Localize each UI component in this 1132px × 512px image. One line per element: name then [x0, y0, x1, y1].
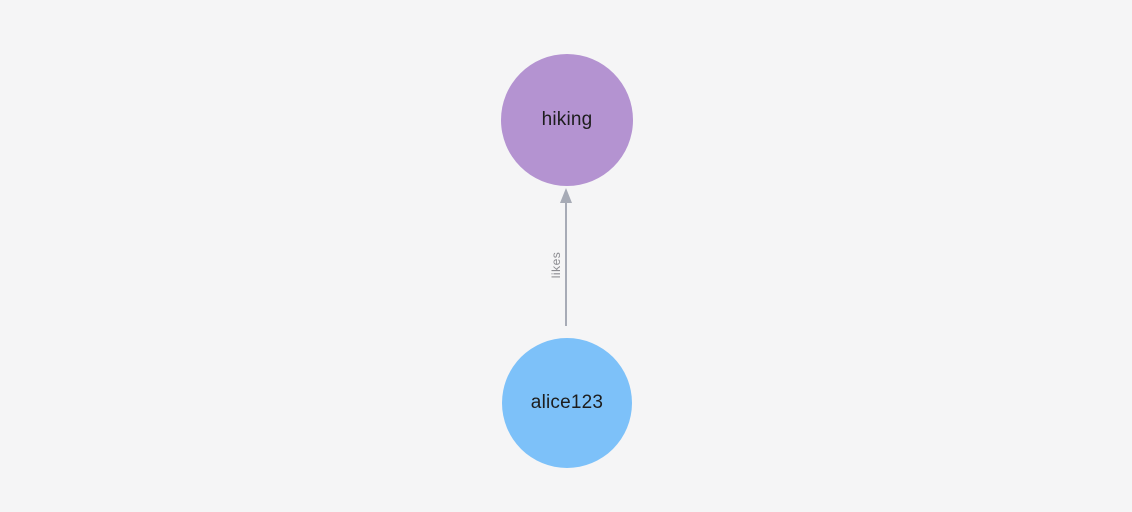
edge-label: likes: [549, 251, 563, 279]
node-hiking[interactable]: hiking: [501, 54, 633, 186]
node-label: alice123: [530, 392, 604, 413]
node-alice123[interactable]: alice123: [502, 338, 632, 468]
edge-line: [565, 199, 567, 326]
arrowhead-icon: [560, 188, 572, 203]
node-label: hiking: [541, 109, 593, 130]
